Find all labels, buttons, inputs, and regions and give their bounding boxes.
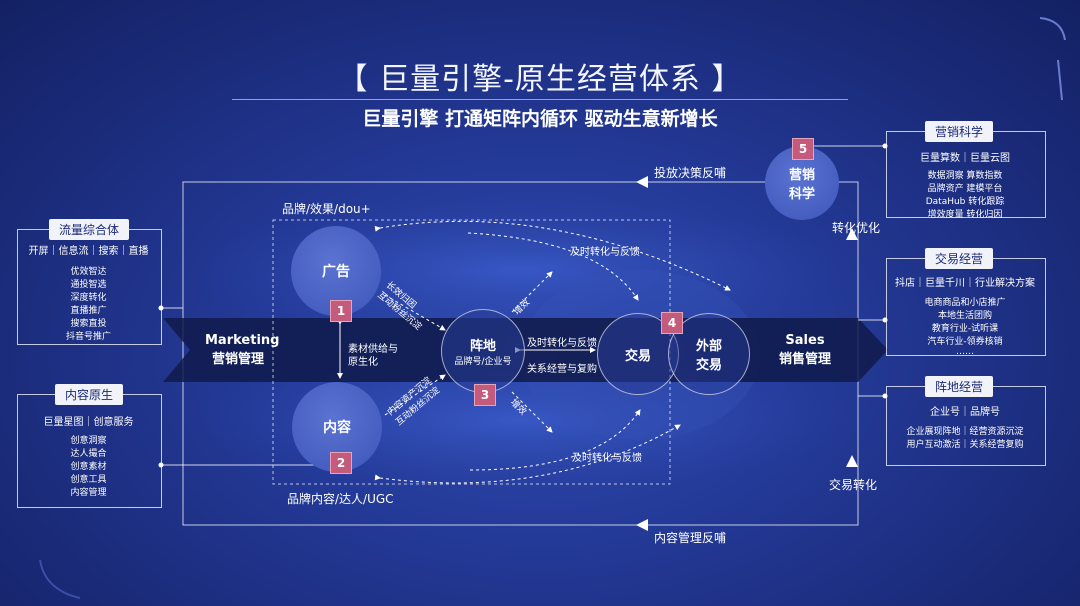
curve-content-trade bbox=[469, 409, 641, 471]
panel-marketing-science-header: 巨量算数｜巨量云图 bbox=[920, 153, 1010, 164]
node-ad-label: 广告 bbox=[322, 264, 350, 280]
list-item: 优效智达 bbox=[70, 267, 107, 277]
list-item: 增效度量 转化归因 bbox=[927, 210, 1003, 220]
node-base: 阵地 品牌号/企业号 bbox=[441, 309, 525, 393]
label-realtime-bottom: 及时转化与反馈 bbox=[572, 453, 642, 464]
list-item: 通投智选 bbox=[70, 280, 107, 290]
list-item: 抖音号推广 bbox=[65, 332, 111, 342]
list-item: 本地生活团购 bbox=[937, 311, 992, 321]
node-science-line1: 营销 bbox=[788, 168, 815, 183]
panel-traffic-tag: 流量综合体 bbox=[49, 219, 130, 240]
curve-content-external bbox=[374, 424, 681, 484]
curve-ad-trade bbox=[467, 232, 639, 301]
panel-content-native-tag: 内容原生 bbox=[55, 384, 124, 405]
page-subtitle: 巨量引擎 打通矩阵内循环 驱动生意新增长 bbox=[362, 108, 718, 130]
label-realtime-mid: 及时转化与反馈 bbox=[527, 338, 597, 349]
list-item: 直播推广 bbox=[70, 306, 107, 316]
badge-3: 3 bbox=[474, 384, 496, 406]
node-science-line2: 科学 bbox=[788, 187, 815, 202]
label-top-feedback: 投放决策反哺 bbox=[654, 166, 727, 180]
label-bottom-feedback: 内容管理反哺 bbox=[654, 531, 727, 545]
list-item: 搜索直投 bbox=[70, 319, 107, 329]
sales-en: Sales bbox=[785, 333, 825, 348]
list-item: 数据洞察 算数指数 bbox=[927, 171, 1003, 181]
marketing-en: Marketing bbox=[205, 333, 280, 348]
badge-1: 1 bbox=[330, 300, 352, 322]
list-item: 企业展现阵地｜经营资源沉淀 bbox=[906, 427, 1024, 437]
label-relation: 关系经营与复购 bbox=[527, 364, 597, 375]
arrow-up-right bbox=[846, 228, 858, 240]
sales-cn: 销售管理 bbox=[778, 352, 831, 367]
arrow-up-right-lower bbox=[846, 455, 858, 467]
list-item: 汽车行业-领券核销 bbox=[927, 337, 1003, 347]
panel-marketing-science-tag: 营销科学 bbox=[925, 121, 994, 142]
curve-ad-external bbox=[374, 220, 731, 291]
label-trade-conversion: 交易转化 bbox=[829, 478, 878, 492]
node-external-line2: 交易 bbox=[695, 358, 722, 373]
label-conversion-opt: 转化优化 bbox=[832, 221, 881, 235]
panel-traffic-list: 优效智达 通投智选 深度转化 直播推广 搜索直投 抖音号推广 bbox=[17, 264, 160, 342]
node-content-label: 内容 bbox=[323, 420, 351, 436]
panel-base-ops-header: 企业号｜品牌号 bbox=[930, 407, 1000, 418]
list-item: 用户互动激活｜关系经营复购 bbox=[906, 440, 1024, 450]
panel-base-ops-tag: 阵地经营 bbox=[925, 376, 994, 397]
marketing-cn: 营销管理 bbox=[211, 352, 264, 367]
badge-5: 5 bbox=[792, 138, 814, 160]
arrow-left-top bbox=[636, 176, 648, 188]
list-item: …… bbox=[956, 347, 974, 357]
list-item: 达人撮合 bbox=[70, 449, 107, 459]
list-item: 创意素材 bbox=[70, 462, 107, 472]
list-item: 品牌资产 建模平台 bbox=[927, 184, 1003, 194]
badge-4: 4 bbox=[661, 312, 683, 334]
list-item: 电商商品和小店推广 bbox=[924, 298, 1006, 308]
panel-content-native-header: 巨量星图｜创意服务 bbox=[43, 417, 134, 428]
panel-trade-ops-header: 抖店｜巨量千川｜行业解决方案 bbox=[895, 278, 1035, 289]
list-item: 创意工具 bbox=[70, 475, 107, 485]
label-brand-content: 品牌内容/达人/UGC bbox=[287, 492, 394, 506]
list-item: 内容管理 bbox=[70, 488, 107, 498]
node-trade-label: 交易 bbox=[624, 348, 651, 364]
page-title: 【 巨量引擎-原生经营体系 】 bbox=[337, 62, 743, 97]
arrow-content-base bbox=[384, 374, 446, 416]
label-material-2: 原生化 bbox=[348, 357, 378, 368]
panel-marketing-science-list: 数据洞察 算数指数 品牌资产 建模平台 DataHub 转化跟踪 增效度量 转化… bbox=[886, 168, 1044, 220]
label-realtime-top: 及时转化与反馈 bbox=[570, 247, 640, 258]
badge-2: 2 bbox=[330, 452, 352, 474]
title-underline bbox=[232, 99, 848, 100]
label-brand-effect: 品牌/效果/dou+ bbox=[282, 202, 371, 216]
panel-traffic-header: 开屏｜信息流｜搜索｜直播 bbox=[28, 246, 149, 257]
panel-trade-ops-tag: 交易经营 bbox=[925, 248, 994, 269]
panel-trade-ops-list: 电商商品和小店推广 本地生活团购 教育行业-试听课 汽车行业-领券核销 …… bbox=[886, 295, 1044, 357]
label-material-1: 素材供给与 bbox=[348, 344, 398, 355]
panel-content-native-list: 创意洞察 达人撮合 创意素材 创意工具 内容管理 bbox=[17, 433, 160, 498]
node-base-title: 阵地 bbox=[469, 339, 496, 354]
node-base-sub: 品牌号/企业号 bbox=[454, 357, 512, 367]
list-item: DataHub 转化跟踪 bbox=[925, 197, 1005, 207]
node-external-trade: 外部 交易 bbox=[668, 313, 750, 395]
marketing-label: Marketing 营销管理 bbox=[205, 333, 280, 367]
panel-base-ops-list: 企业展现阵地｜经营资源沉淀 用户互动激活｜关系经营复购 bbox=[886, 424, 1044, 450]
node-external-line1: 外部 bbox=[695, 339, 722, 354]
list-item: 深度转化 bbox=[70, 293, 107, 303]
sales-label: Sales 销售管理 bbox=[772, 333, 838, 367]
list-item: 创意洞察 bbox=[70, 436, 107, 446]
arrow-left-bottom bbox=[636, 519, 648, 531]
list-item: 教育行业-试听课 bbox=[931, 324, 999, 334]
